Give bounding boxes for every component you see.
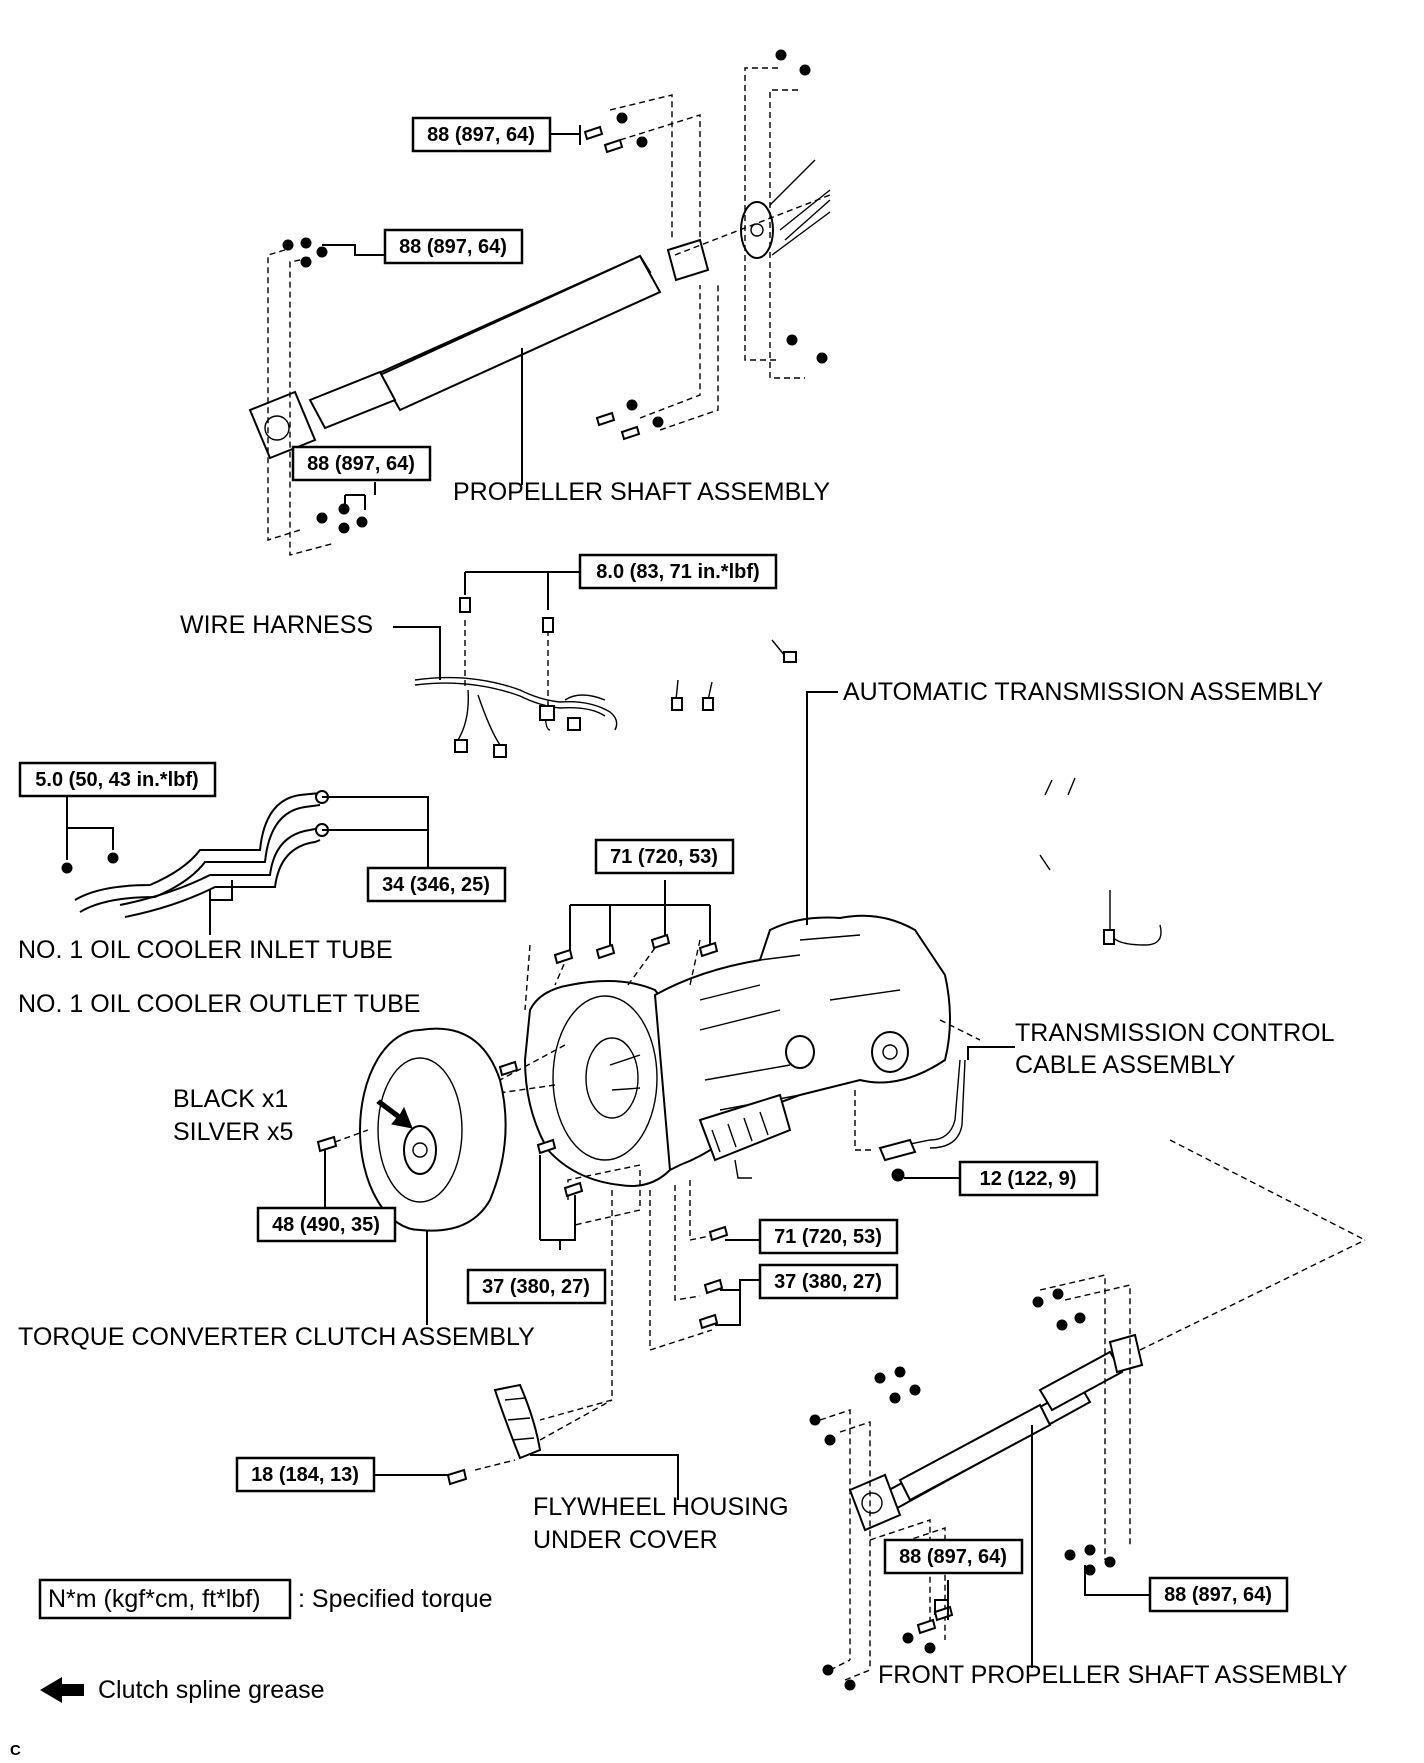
bolt-icon [498, 933, 729, 1330]
legend-grease-desc: Clutch spline grease [98, 1676, 325, 1704]
torque-value: 48 (490, 35) [272, 1214, 380, 1236]
bolt-silver-label: SILVER x5 [173, 1118, 293, 1146]
torque-box [235, 1456, 376, 1493]
front-propeller-shaft [809, 1139, 1366, 1691]
torque-value: 12 (122, 9) [980, 1168, 1077, 1190]
bolt-icon [316, 1135, 338, 1153]
legend-torque-key: N*m (kgf*cm, ft*lbf) [48, 1585, 261, 1613]
propeller-shaft-assembly [248, 49, 831, 556]
flywheel-housing-under-cover [446, 1383, 613, 1486]
oil-cooler-tubes [61, 790, 329, 918]
oil-cooler-outlet-label: NO. 1 OIL COOLER OUTLET TUBE [18, 990, 420, 1018]
torque-value: 88 (897, 64) [427, 124, 535, 146]
bolt-icon [583, 125, 641, 441]
torque-value: 88 (897, 64) [899, 1546, 1007, 1568]
component-labels: PROPELLER SHAFT ASSEMBLY WIRE HARNESS AU… [18, 478, 1348, 1689]
torque-box [18, 761, 217, 798]
torque-value: 71 (720, 53) [774, 1226, 882, 1248]
torque-value: 37 (380, 27) [774, 1271, 882, 1293]
torque-value: 5.0 (50, 43 in.*lbf) [35, 769, 198, 791]
torque-box [411, 116, 552, 153]
legend-torque-desc: : Specified torque [298, 1585, 493, 1613]
legend: N*m (kgf*cm, ft*lbf) : Specified torque … [10, 1578, 493, 1759]
torque-converter-label: TORQUE CONVERTER CLUTCH ASSEMBLY [18, 1323, 535, 1351]
bolt-black-label: BLACK x1 [173, 1085, 288, 1113]
bolt-icon [446, 1468, 468, 1486]
trans-control-cable-label: CABLE ASSEMBLY [1015, 1051, 1236, 1079]
torque-spec-boxes: 88 (897, 64) 88 (897, 64) 88 (897, 64) 8… [18, 116, 1289, 1613]
torque-box [1148, 1576, 1289, 1613]
torque-value: 37 (380, 27) [482, 1276, 590, 1298]
torque-box [883, 1538, 1024, 1575]
torque-value: 71 (720, 53) [610, 846, 718, 868]
auto-transmission-label: AUTOMATIC TRANSMISSION ASSEMBLY [843, 678, 1324, 706]
torque-converter [316, 1027, 507, 1232]
torque-box [758, 1218, 899, 1255]
torque-value: 18 (184, 13) [251, 1464, 359, 1486]
torque-box [366, 866, 507, 903]
torque-box [383, 228, 524, 265]
flywheel-cover-label: UNDER COVER [533, 1526, 718, 1554]
torque-value: 88 (897, 64) [1164, 1584, 1272, 1606]
torque-value: 8.0 (83, 71 in.*lbf) [596, 561, 759, 583]
arrow-left-icon [40, 1677, 84, 1703]
torque-box [256, 1206, 397, 1243]
torque-box [594, 838, 735, 875]
torque-box [466, 1268, 607, 1305]
front-propeller-shaft-label: FRONT PROPELLER SHAFT ASSEMBLY [878, 1661, 1348, 1689]
oil-cooler-inlet-label: NO. 1 OIL COOLER INLET TUBE [18, 936, 393, 964]
nut-icon [282, 49, 828, 534]
legend-torque-box [38, 1578, 292, 1620]
torque-box [291, 445, 432, 482]
torque-box [758, 1263, 899, 1300]
torque-box [958, 1160, 1099, 1197]
trans-control-cable-label: TRANSMISSION CONTROL [1015, 1019, 1335, 1047]
torque-box [578, 553, 778, 590]
flywheel-cover-label: FLYWHEEL HOUSING [533, 1493, 789, 1521]
torque-value: 34 (346, 25) [382, 874, 490, 896]
nut-icon [809, 1288, 1116, 1691]
leader-lines [66, 125, 1150, 1668]
automatic-transmission [484, 914, 981, 1421]
torque-value: 88 (897, 64) [307, 453, 415, 475]
footer-code: C [10, 1742, 21, 1759]
torque-value: 88 (897, 64) [399, 236, 507, 258]
wire-harness [414, 597, 1162, 946]
wire-harness-label: WIRE HARNESS [180, 611, 373, 639]
propeller-shaft-label: PROPELLER SHAFT ASSEMBLY [453, 478, 830, 506]
